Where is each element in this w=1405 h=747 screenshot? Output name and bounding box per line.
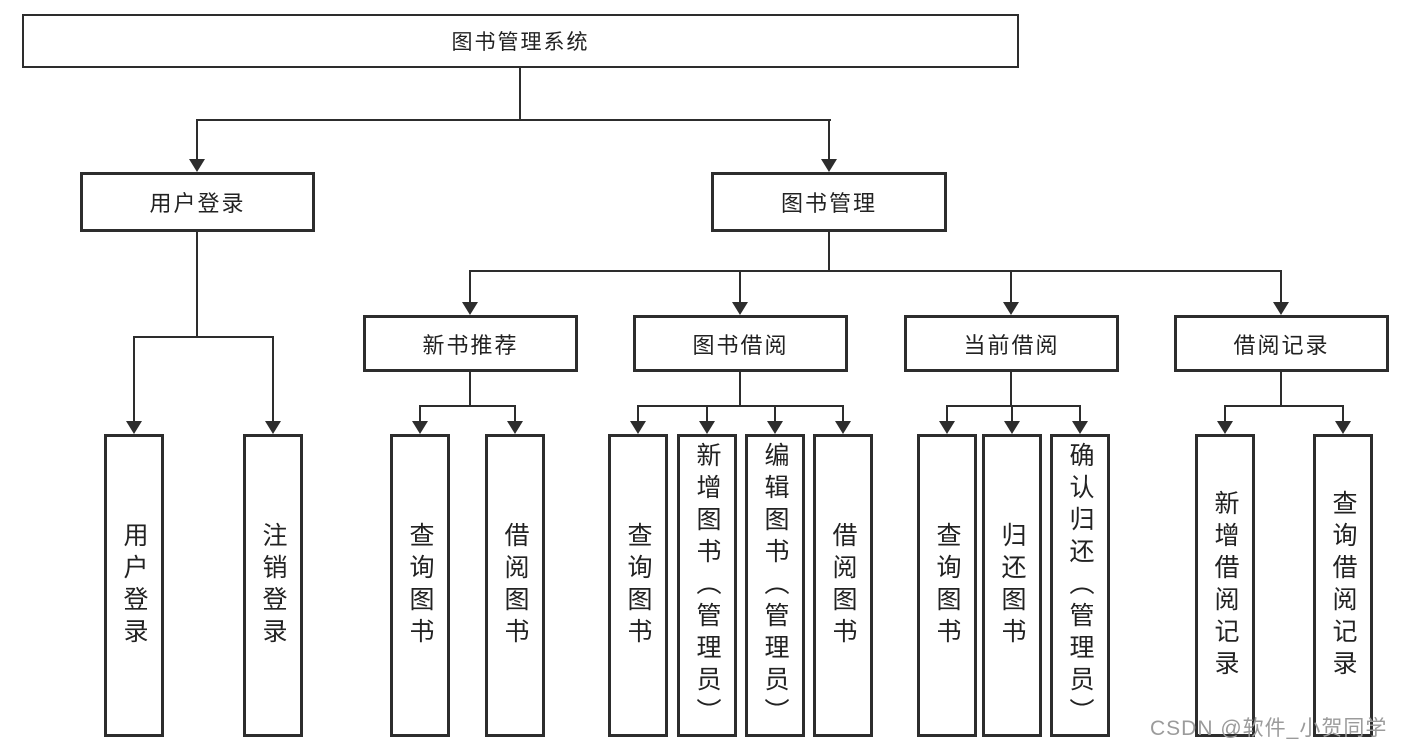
arrow-down-icon (412, 421, 428, 434)
connector-line (133, 336, 135, 422)
leaf-label: 查询图书 (933, 521, 961, 650)
arrow-down-icon (507, 421, 523, 434)
root-node-label: 图书管理系统 (451, 31, 590, 54)
leaf-add-books-admin: 新增图书（管理员） (677, 434, 737, 737)
branch-user-login-label: 用户登录 (149, 191, 246, 216)
leaf-edit-books-admin: 编辑图书（管理员） (745, 434, 805, 737)
group-current-borrowing: 当前借阅 (904, 315, 1119, 372)
connector-line (419, 405, 516, 407)
connector-line (739, 372, 741, 407)
leaf-label: 查询借阅记录 (1329, 489, 1357, 682)
connector-line (828, 232, 830, 272)
leaf-label: 归还图书 (998, 521, 1026, 650)
connector-line (637, 405, 844, 407)
leaf-label: 编辑图书（管理员） (761, 441, 789, 730)
leaf-label: 确认归还（管理员） (1066, 441, 1094, 730)
connector-line (1079, 405, 1081, 422)
group-new-book-recommendation: 新书推荐 (363, 315, 578, 372)
connector-line (519, 68, 521, 121)
branch-user-login: 用户登录 (80, 172, 315, 232)
leaf-label: 用户登录 (120, 521, 148, 650)
leaf-label: 新增借阅记录 (1211, 489, 1239, 682)
arrow-down-icon (265, 421, 281, 434)
connector-line (514, 405, 516, 422)
connector-line (133, 336, 274, 338)
arrow-down-icon (126, 421, 142, 434)
connector-line (946, 405, 1081, 407)
arrow-down-icon (462, 302, 478, 315)
connector-line (637, 405, 639, 422)
root-node-library-management-system: 图书管理系统 (22, 14, 1019, 68)
connector-line (1280, 270, 1282, 303)
leaf-confirm-return-admin: 确认归还（管理员） (1050, 434, 1110, 737)
leaf-label: 查询图书 (624, 521, 652, 650)
connector-line (1010, 372, 1012, 407)
connector-line (1011, 405, 1013, 422)
leaf-query-books-current: 查询图书 (917, 434, 977, 737)
connector-line (1224, 405, 1226, 422)
arrow-down-icon (939, 421, 955, 434)
connector-line (739, 270, 741, 303)
connector-line (1280, 372, 1282, 407)
leaf-label: 借阅图书 (829, 521, 857, 650)
leaf-label: 注销登录 (259, 521, 287, 650)
connector-line (1224, 405, 1344, 407)
leaf-query-books-recommend: 查询图书 (390, 434, 450, 737)
arrow-down-icon (189, 159, 205, 172)
arrow-down-icon (767, 421, 783, 434)
connector-line (828, 119, 830, 161)
arrow-down-icon (1335, 421, 1351, 434)
group-borrowing-records: 借阅记录 (1174, 315, 1389, 372)
arrow-down-icon (1072, 421, 1088, 434)
leaf-label: 借阅图书 (501, 521, 529, 650)
leaf-user-login: 用户登录 (104, 434, 164, 737)
group-current-borrowing-label: 当前借阅 (963, 332, 1060, 358)
connector-line (272, 336, 274, 422)
leaf-borrow-books-recommend: 借阅图书 (485, 434, 545, 737)
connector-line (196, 232, 198, 338)
csdn-watermark: CSDN @软件_小贺同学 (1150, 717, 1388, 740)
leaf-query-books-borrowing: 查询图书 (608, 434, 668, 737)
group-book-borrowing-label: 图书借阅 (692, 332, 789, 358)
connector-line (774, 405, 776, 422)
leaf-borrow-books: 借阅图书 (813, 434, 873, 737)
leaf-return-books: 归还图书 (982, 434, 1042, 737)
connector-line (196, 119, 198, 161)
connector-line (419, 405, 421, 422)
group-borrowing-records-label: 借阅记录 (1233, 332, 1330, 358)
arrow-down-icon (1217, 421, 1233, 434)
arrow-down-icon (1273, 302, 1289, 315)
connector-line (469, 372, 471, 407)
connector-line (469, 270, 1282, 272)
arrow-down-icon (1003, 302, 1019, 315)
connector-line (706, 405, 708, 422)
leaf-query-borrow-record: 查询借阅记录 (1313, 434, 1373, 737)
arrow-down-icon (1004, 421, 1020, 434)
connector-line (1342, 405, 1344, 422)
leaf-logout: 注销登录 (243, 434, 303, 737)
connector-line (1010, 270, 1012, 303)
group-new-book-recommendation-label: 新书推荐 (422, 332, 519, 358)
group-book-borrowing: 图书借阅 (633, 315, 848, 372)
leaf-add-borrow-record: 新增借阅记录 (1195, 434, 1255, 737)
branch-book-management: 图书管理 (711, 172, 947, 232)
connector-line (842, 405, 844, 422)
arrow-down-icon (732, 302, 748, 315)
leaf-label: 查询图书 (406, 521, 434, 650)
leaf-label: 新增图书（管理员） (693, 441, 721, 730)
connector-line (946, 405, 948, 422)
connector-line (469, 270, 471, 303)
arrow-down-icon (821, 159, 837, 172)
arrow-down-icon (699, 421, 715, 434)
arrow-down-icon (630, 421, 646, 434)
branch-book-management-label: 图书管理 (780, 191, 877, 216)
connector-line (196, 119, 831, 121)
arrow-down-icon (835, 421, 851, 434)
